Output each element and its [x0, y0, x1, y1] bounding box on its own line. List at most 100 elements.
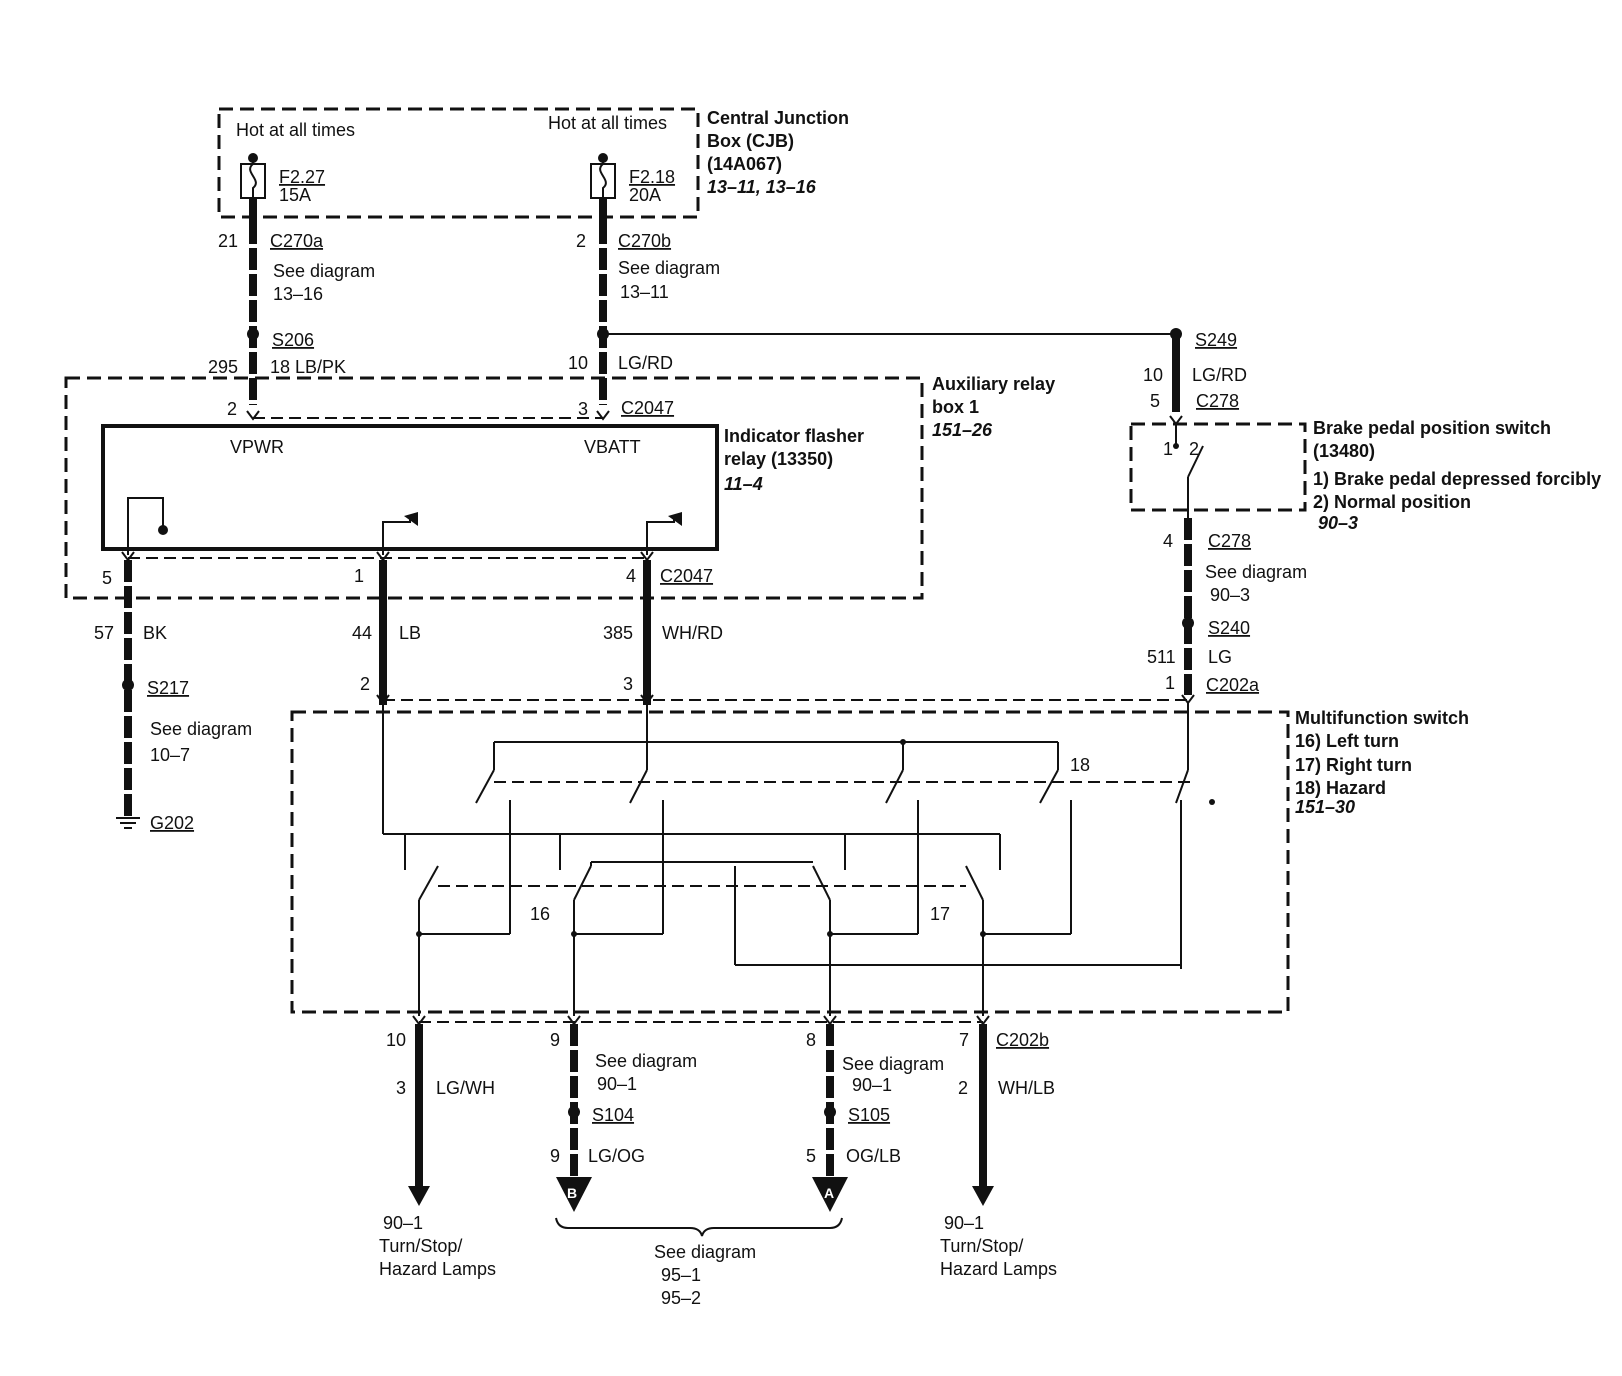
conn-c2047-top: C2047	[621, 398, 674, 418]
conn-c278-top: C278	[1196, 391, 1239, 411]
circuit-10-a: 10	[568, 353, 588, 373]
wire-whlb-color: WH/LB	[998, 1078, 1055, 1098]
fuse-left-amp: 15A	[279, 185, 311, 205]
brake-title-1: Brake pedal position switch	[1313, 418, 1551, 438]
brake-title-2: (13480)	[1313, 441, 1375, 461]
mfs-opt-18: 18) Hazard	[1295, 778, 1386, 798]
splice-s104-label: S104	[592, 1105, 634, 1125]
right-lamps-line-2: Hazard Lamps	[940, 1259, 1057, 1279]
wire-lgog-color: LG/OG	[588, 1146, 645, 1166]
see-10-7-a: See diagram	[150, 719, 252, 739]
conn-c270b: C270b	[618, 231, 671, 251]
mfs-ref: 151–30	[1295, 797, 1355, 817]
brake-switch-box	[1129, 422, 1307, 512]
multifunction-switch-box	[290, 710, 1290, 1014]
splice-s240	[1182, 617, 1194, 629]
ground-g202-label: G202	[150, 813, 194, 833]
pin-arrow-2	[246, 410, 260, 421]
circuit-511: 511	[1147, 647, 1176, 667]
wire-44-color: LB	[399, 623, 421, 643]
see-13-16-a: See diagram	[273, 261, 375, 281]
relay-ref: 11–4	[724, 474, 763, 494]
pin-8-c202b: 8	[806, 1030, 816, 1050]
pin-21: 21	[218, 231, 238, 251]
circuit-10-b: 10	[1143, 365, 1163, 385]
pin-4-aux: 4	[626, 566, 636, 586]
pin-2-top: 2	[576, 231, 586, 251]
see-13-11-b: 13–11	[620, 282, 669, 302]
mfs-internal-wiring	[382, 703, 1215, 1016]
splice-s217	[122, 679, 134, 691]
connector-arrow-b	[556, 1177, 592, 1212]
pin-10-c202b: 10	[386, 1030, 406, 1050]
see-90-1-right-b: 90–1	[852, 1075, 892, 1095]
cjb-title-2: Box (CJB)	[707, 131, 794, 151]
cjb-hot-right: Hot at all times	[548, 113, 667, 133]
pin-5-oglb: 5	[806, 1146, 816, 1166]
relay-vbatt: VBATT	[584, 437, 641, 457]
wire-10-color-a: LG/RD	[618, 353, 673, 373]
pin-2-whlb: 2	[958, 1078, 968, 1098]
brake-sw-pos-1: 1	[1163, 439, 1173, 459]
pin-9-lgog: 9	[550, 1146, 560, 1166]
wire-385-color: WH/RD	[662, 623, 723, 643]
see-90-3-b: 90–3	[1210, 585, 1250, 605]
mfs-label-18: 18	[1070, 755, 1090, 775]
wire-57-color: BK	[143, 623, 167, 643]
conn-c270a: C270a	[270, 231, 324, 251]
pin-arrow-3	[596, 410, 610, 421]
pin-3-c202a: 3	[623, 674, 633, 694]
pin-4-c278: 4	[1163, 531, 1173, 551]
circuit-44: 44	[352, 623, 372, 643]
see-95-title: See diagram	[654, 1242, 756, 1262]
see-90-1-left-a: See diagram	[595, 1051, 697, 1071]
ground-g202	[116, 817, 140, 829]
brake-ref: 90–3	[1318, 513, 1358, 533]
brake-opt-2: 2) Normal position	[1313, 492, 1471, 512]
wire-295-color: 18 LB/PK	[270, 357, 346, 377]
see-95-1: 95–1	[661, 1265, 701, 1285]
see-90-1-right-a: See diagram	[842, 1054, 944, 1074]
cjb-part: (14A067)	[707, 154, 782, 174]
aux-relay-box	[64, 376, 924, 600]
pin-5-c278: 5	[1150, 391, 1160, 411]
fuse-right-id: F2.18	[629, 167, 675, 187]
splice-s206	[247, 328, 259, 340]
mfs-label-17: 17	[930, 904, 950, 924]
splice-s206-label: S206	[272, 330, 314, 350]
see-13-16-b: 13–16	[273, 284, 323, 304]
circuit-57: 57	[94, 623, 114, 643]
see-13-11-a: See diagram	[618, 258, 720, 278]
cjb-hot-left: Hot at all times	[236, 120, 355, 140]
cjb-box	[217, 107, 700, 219]
pin-1-aux: 1	[354, 566, 364, 586]
indicator-flasher-relay	[101, 424, 719, 551]
relay-title-2: relay (13350)	[724, 449, 833, 469]
pin-2-aux: 2	[227, 399, 237, 419]
pin-9-c202b: 9	[550, 1030, 560, 1050]
pin-5-aux: 5	[102, 568, 112, 588]
relay-title-1: Indicator flasher	[724, 426, 864, 446]
see-diagram-brace	[555, 1217, 843, 1237]
pin-3-aux: 3	[578, 399, 588, 419]
circuit-385: 385	[603, 623, 633, 643]
brake-opt-1: 1) Brake pedal depressed forcibly	[1313, 469, 1601, 489]
conn-c202b: C202b	[996, 1030, 1049, 1050]
ground-terminal	[127, 497, 164, 555]
brake-sw-pos-2: 2	[1189, 439, 1199, 459]
brake-switch-blade	[1187, 445, 1204, 478]
mfs-opt-16: 16) Left turn	[1295, 731, 1399, 751]
see-90-1-left-b: 90–1	[597, 1074, 637, 1094]
fuse-right-amp: 20A	[629, 185, 661, 205]
right-lamps-ref: 90–1	[944, 1213, 984, 1233]
see-10-7-b: 10–7	[150, 745, 190, 765]
fuse-left-id: F2.27	[279, 167, 325, 187]
mfs-title: Multifunction switch	[1295, 708, 1469, 728]
right-lamps-line-1: Turn/Stop/	[940, 1236, 1023, 1256]
pin-2-c202a: 2	[360, 674, 370, 694]
aux-title-1: Auxiliary relay	[932, 374, 1055, 394]
conn-c278-bottom: C278	[1208, 531, 1251, 551]
left-lamps-line-1: Turn/Stop/	[379, 1236, 462, 1256]
splice-s217-label: S217	[147, 678, 189, 698]
